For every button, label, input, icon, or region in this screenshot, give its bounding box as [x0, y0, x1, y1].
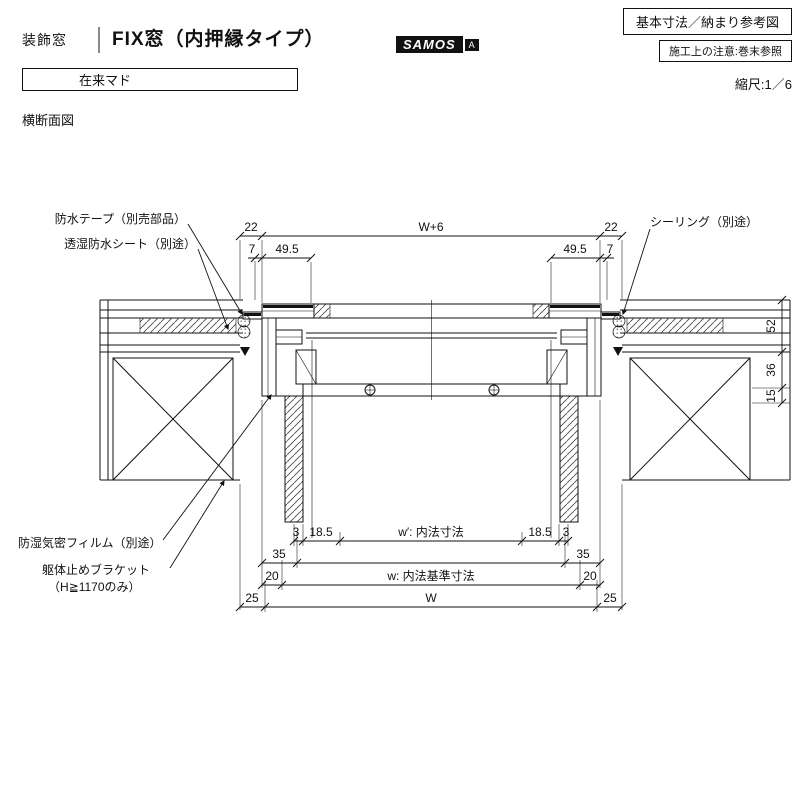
dimensions-right: 52 36 15 [752, 295, 790, 408]
dim-7-right: 7 [607, 242, 614, 256]
interior-trim [284, 340, 579, 538]
dimensions-top: 22 W+6 22 7 49.5 49.5 7 [235, 220, 627, 303]
samos-logo: SAMOS A [396, 36, 479, 53]
dim-25-left: 25 [245, 591, 259, 605]
sealing-marker [612, 314, 626, 328]
screw-symbol [364, 384, 376, 396]
dim-18-5-right: 18.5 [528, 525, 552, 539]
dim-20-right: 20 [583, 569, 597, 583]
callout-labels: 防水テープ（別売部品） 透湿防水シート（別途） シーリング（別途） 防湿気密フィ… [18, 211, 758, 594]
dim-18-5-left: 18.5 [309, 525, 333, 539]
stud-left [112, 357, 234, 481]
dimensions-bottom: 3 18.5 w′: 内法寸法 18.5 3 35 35 20 w: 内法基準寸… [235, 400, 627, 612]
dim-22-right: 22 [604, 220, 618, 234]
brand-grade-badge: A [464, 38, 479, 51]
callout-waterproof-tape: 防水テープ（別売部品） [55, 211, 186, 226]
callout-sealing: シーリング（別途） [650, 214, 758, 229]
sealing-markers [237, 314, 626, 356]
callout-bracket-1: 躯体止めブラケット [42, 562, 150, 577]
airtight-film-marker [613, 347, 623, 356]
dim-w-overall: W [425, 591, 437, 605]
dim-35-left: 35 [272, 547, 286, 561]
scale-label: 縮尺:1／6 [734, 77, 792, 92]
dim-22-left: 22 [244, 220, 258, 234]
dim-3-right: 3 [563, 525, 570, 539]
dim-49-5-left: 49.5 [275, 242, 299, 256]
dim-3-left: 3 [293, 525, 300, 539]
dim-36: 36 [764, 363, 778, 377]
leader-sealing [621, 228, 651, 316]
dim-inner-width: w′: 内法寸法 [397, 525, 464, 539]
callout-bracket-2: （H≧1170のみ） [48, 580, 141, 594]
stud-right [629, 357, 751, 481]
dim-20-left: 20 [265, 569, 279, 583]
view-label: 横断面図 [22, 113, 75, 128]
leader-lines [162, 223, 651, 569]
dim-w-plus-6: W+6 [418, 220, 443, 234]
dim-25-right: 25 [603, 591, 617, 605]
dim-base-width: w: 内法基準寸法 [386, 568, 474, 583]
airtight-film-marker [240, 347, 250, 356]
leader-waterproof-tape [187, 223, 243, 315]
dim-7-left: 7 [249, 242, 256, 256]
dim-15: 15 [764, 389, 778, 403]
dim-52: 52 [764, 319, 778, 333]
callout-vapor-film: 防湿気密フィルム（別途） [18, 535, 162, 550]
leader-vapor-film [162, 394, 272, 541]
reference-title-box: 基本寸法／納まり参考図 [622, 8, 792, 35]
waterproof-tape-marker [237, 314, 251, 328]
callout-breathable-sheet: 透湿防水シート（別途） [64, 236, 196, 251]
title-divider [98, 27, 100, 53]
dim-49-5-right: 49.5 [563, 242, 587, 256]
screw-symbol [488, 384, 500, 396]
dim-35-right: 35 [576, 547, 590, 561]
brand-label: SAMOS [396, 36, 463, 53]
leader-breathable-sheet [197, 248, 230, 331]
window-type-box: 在来マド [22, 68, 298, 91]
wall-right [620, 299, 791, 481]
leader-bracket [169, 480, 225, 569]
wall-left [99, 299, 243, 481]
sill-and-glass [302, 300, 561, 400]
window-jamb-left [242, 303, 317, 397]
window-jamb-right [546, 303, 621, 397]
construction-note-box: 施工上の注意:巻末参照 [658, 40, 792, 62]
category-label: 装飾窓 [22, 32, 67, 48]
page-title: FIX窓（内押縁タイプ） [112, 29, 325, 50]
